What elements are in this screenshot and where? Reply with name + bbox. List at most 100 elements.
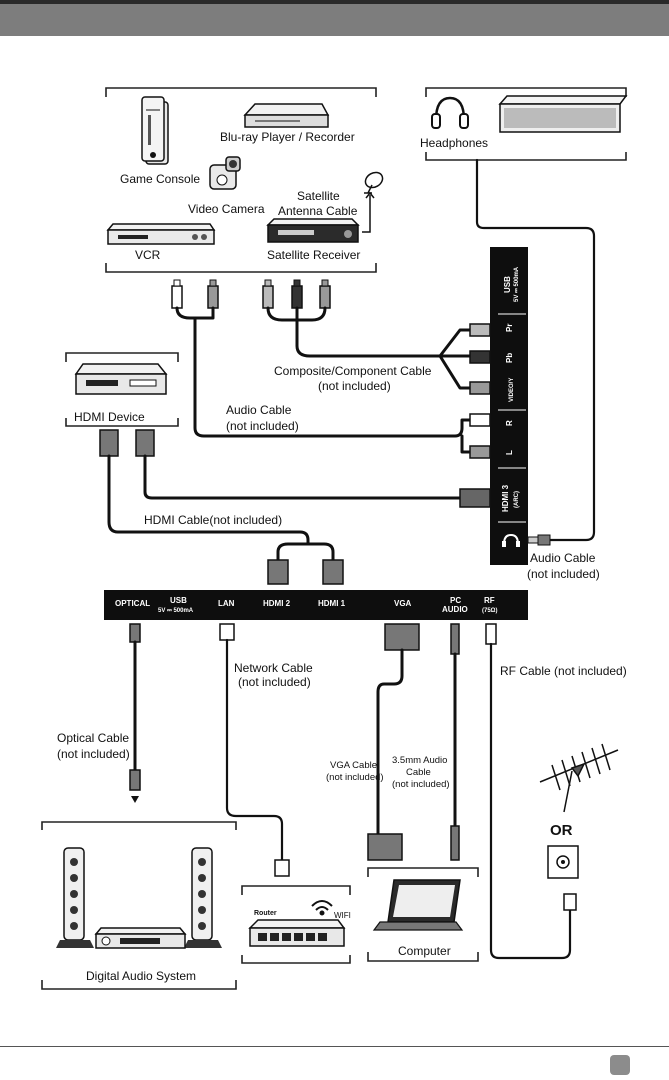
side-l-label: L — [505, 450, 514, 455]
wifi-label: WIFI — [334, 911, 351, 920]
computer-label: Computer — [398, 944, 451, 958]
digital-audio-system-label: Digital Audio System — [86, 969, 196, 983]
bottom-usb-spec: 5V ⎓ 500mA — [158, 608, 194, 614]
composite-component-cable — [266, 306, 472, 390]
computer-frame — [367, 867, 479, 962]
audio-cable-label-1: Audio Cable — [226, 403, 292, 417]
satellite-receiver-label: Satellite Receiver — [267, 248, 360, 262]
network-cable-label-2: (not included) — [238, 675, 311, 689]
audio35-label-2: Cable — [406, 767, 431, 778]
composite-cable-label-1: Composite/Component Cable — [274, 364, 432, 378]
headphone-jack-plug — [527, 534, 551, 546]
connection-diagram: Game Console Blu-ray Player / Recorder V… — [41, 87, 628, 990]
bluray-label: Blu-ray Player / Recorder — [220, 130, 355, 144]
side-arc-label: (ARC) — [514, 491, 520, 508]
section-header-bar — [0, 4, 669, 36]
bottom-vga-label: VGA — [394, 599, 412, 608]
or-label: OR — [550, 822, 573, 839]
headphone-audio-cable — [475, 158, 596, 542]
hdmi3-plug — [459, 488, 491, 508]
side-pr-label: Pr — [505, 324, 514, 332]
hdmi3-cable — [143, 454, 462, 500]
audio-receiver-icon — [94, 927, 187, 949]
network-cable — [219, 623, 290, 877]
audio-cable-rca — [175, 306, 472, 454]
side-headphone-port-icon — [502, 533, 520, 547]
hdmi-device-label: HDMI Device — [74, 410, 145, 424]
bottom-hdmi2-label: HDMI 2 — [263, 599, 291, 608]
hdmi-device-frame — [65, 352, 179, 427]
audio-system-frame — [41, 821, 237, 990]
rf-cable-label: RF Cable (not included) — [500, 664, 627, 678]
optical-cable-label-2: (not included) — [57, 747, 130, 761]
side-hdmi3-label: HDMI 3 — [501, 484, 510, 512]
router-icon — [248, 919, 346, 947]
optical-cable-label-1: Optical Cable — [57, 731, 129, 745]
satellite-arrow-icon — [365, 191, 375, 199]
speaker-left-icon — [56, 847, 94, 948]
audio-cable-right-label-1: Audio Cable — [530, 551, 596, 565]
antenna-icon — [539, 743, 619, 813]
optical-cable — [129, 623, 141, 803]
rca-audio-plugs-left — [171, 279, 219, 309]
composite-cable-label-2: (not included) — [318, 379, 391, 393]
bottom-rf-label: RF — [484, 596, 495, 605]
wall-rf-outlet-icon — [547, 845, 579, 879]
bottom-audio-label: AUDIO — [442, 605, 468, 614]
router-label: Router — [254, 910, 277, 917]
laptop-icon — [372, 879, 464, 931]
source-devices-frame — [105, 87, 377, 273]
hdmi-cable-label: HDMI Cable(not included) — [144, 513, 282, 527]
bottom-optical-label: OPTICAL — [115, 599, 150, 608]
side-panel — [490, 247, 528, 565]
soundbar-icon — [498, 95, 628, 133]
page-number-badge — [610, 1055, 630, 1075]
side-r-label: R — [505, 420, 514, 426]
hdmi-bottom-plugs — [267, 559, 344, 585]
network-cable-label-1: Network Cable — [234, 661, 313, 675]
satellite-receiver-icon — [266, 218, 360, 243]
wifi-icon — [311, 900, 333, 916]
side-video-y-label: VIDEO/Y — [509, 378, 515, 402]
bottom-pc-label: PC — [450, 596, 461, 605]
satellite-cable-label-1: Satellite — [297, 189, 340, 203]
satellite-cable-label-2: Antenna Cable — [278, 204, 358, 218]
video-camera-label: Video Camera — [188, 202, 265, 216]
bottom-hdmi1-label: HDMI 1 — [318, 599, 346, 608]
side-pb-label: Pb — [505, 353, 514, 363]
satellite-antenna-cable — [362, 195, 371, 233]
bottom-usb-label: USB — [170, 596, 187, 605]
vcr-icon — [106, 223, 216, 245]
audio-cable-label-2: (not included) — [226, 419, 299, 433]
side-usb-spec: 5V ⎓ 500mA — [514, 266, 520, 302]
vcr-label: VCR — [135, 248, 161, 262]
bluray-player-icon — [243, 103, 330, 128]
hdmi-device-plugs — [99, 429, 155, 457]
side-usb-label: USB — [503, 276, 512, 293]
hdmi-device-icon — [74, 363, 168, 395]
headphones-frame — [425, 87, 627, 161]
headphones-icon — [431, 96, 469, 129]
audio35-label-1: 3.5mm Audio — [392, 755, 447, 766]
bottom-rf-spec: (75Ω) — [482, 608, 497, 614]
rca-component-plugs — [262, 279, 331, 309]
side-component-plugs — [469, 323, 491, 395]
hdmi-cable-bottom — [107, 454, 335, 562]
headphones-label: Headphones — [420, 136, 488, 150]
router-frame — [241, 885, 351, 964]
pc-audio-cable — [450, 623, 460, 861]
game-console-icon — [141, 96, 169, 165]
game-console-label: Game Console — [120, 172, 200, 186]
side-audio-plugs — [469, 413, 491, 459]
audio35-label-3: (not included) — [392, 779, 450, 790]
vga-cable-label-1: VGA Cable — [330, 760, 377, 771]
speaker-right-icon — [184, 847, 222, 948]
audio-cable-right-label-2: (not included) — [527, 567, 600, 581]
satellite-dish-icon — [364, 171, 384, 194]
vga-cable — [367, 623, 420, 861]
bottom-lan-label: LAN — [218, 599, 235, 608]
footer-rule — [0, 1046, 669, 1047]
top-border — [0, 0, 669, 4]
rf-cable — [485, 623, 577, 960]
video-camera-icon — [209, 156, 241, 190]
